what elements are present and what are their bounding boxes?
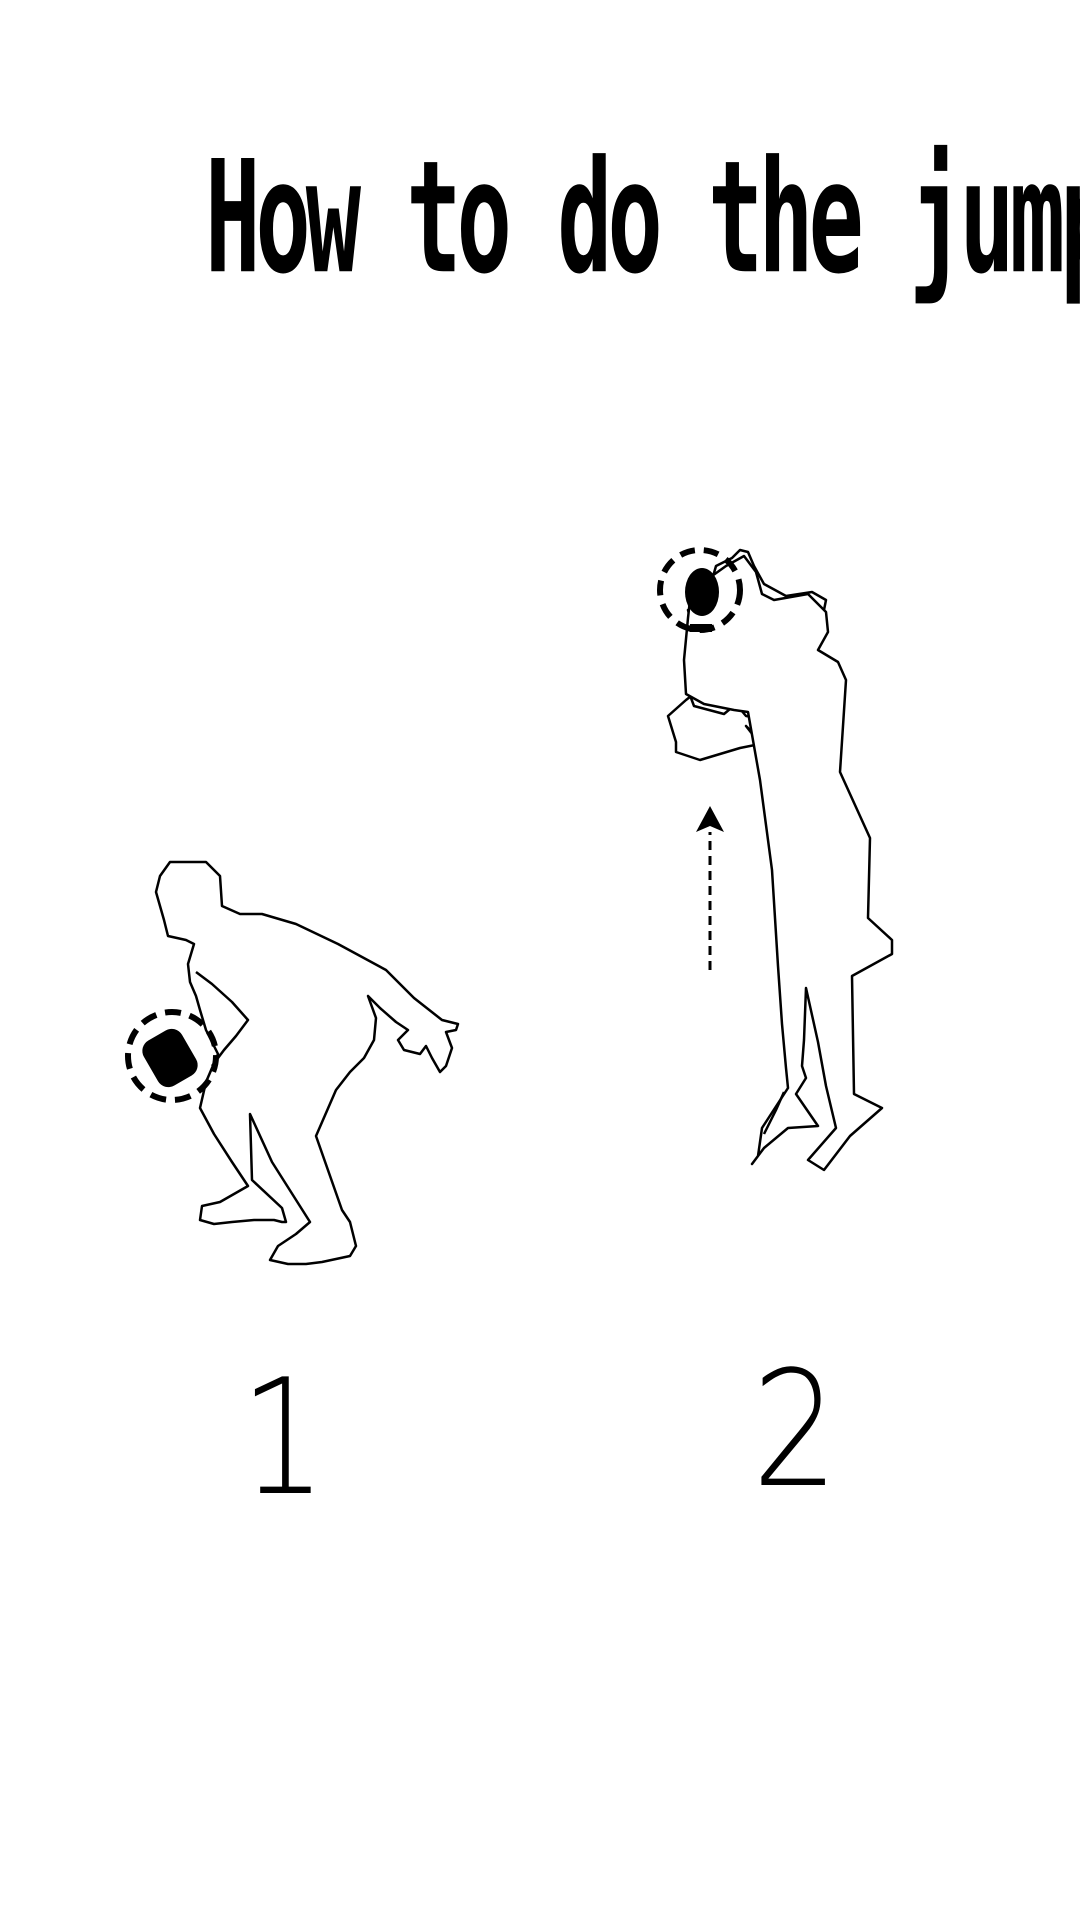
step-number-2: 2 xyxy=(752,1336,839,1523)
up-arrow-icon xyxy=(696,806,724,970)
step-number-1: 1 xyxy=(240,1344,327,1531)
basketball-icon xyxy=(125,1009,219,1103)
basketball-icon xyxy=(657,547,743,633)
jumping-player-icon xyxy=(666,548,894,1172)
crouching-player-icon xyxy=(154,860,460,1266)
